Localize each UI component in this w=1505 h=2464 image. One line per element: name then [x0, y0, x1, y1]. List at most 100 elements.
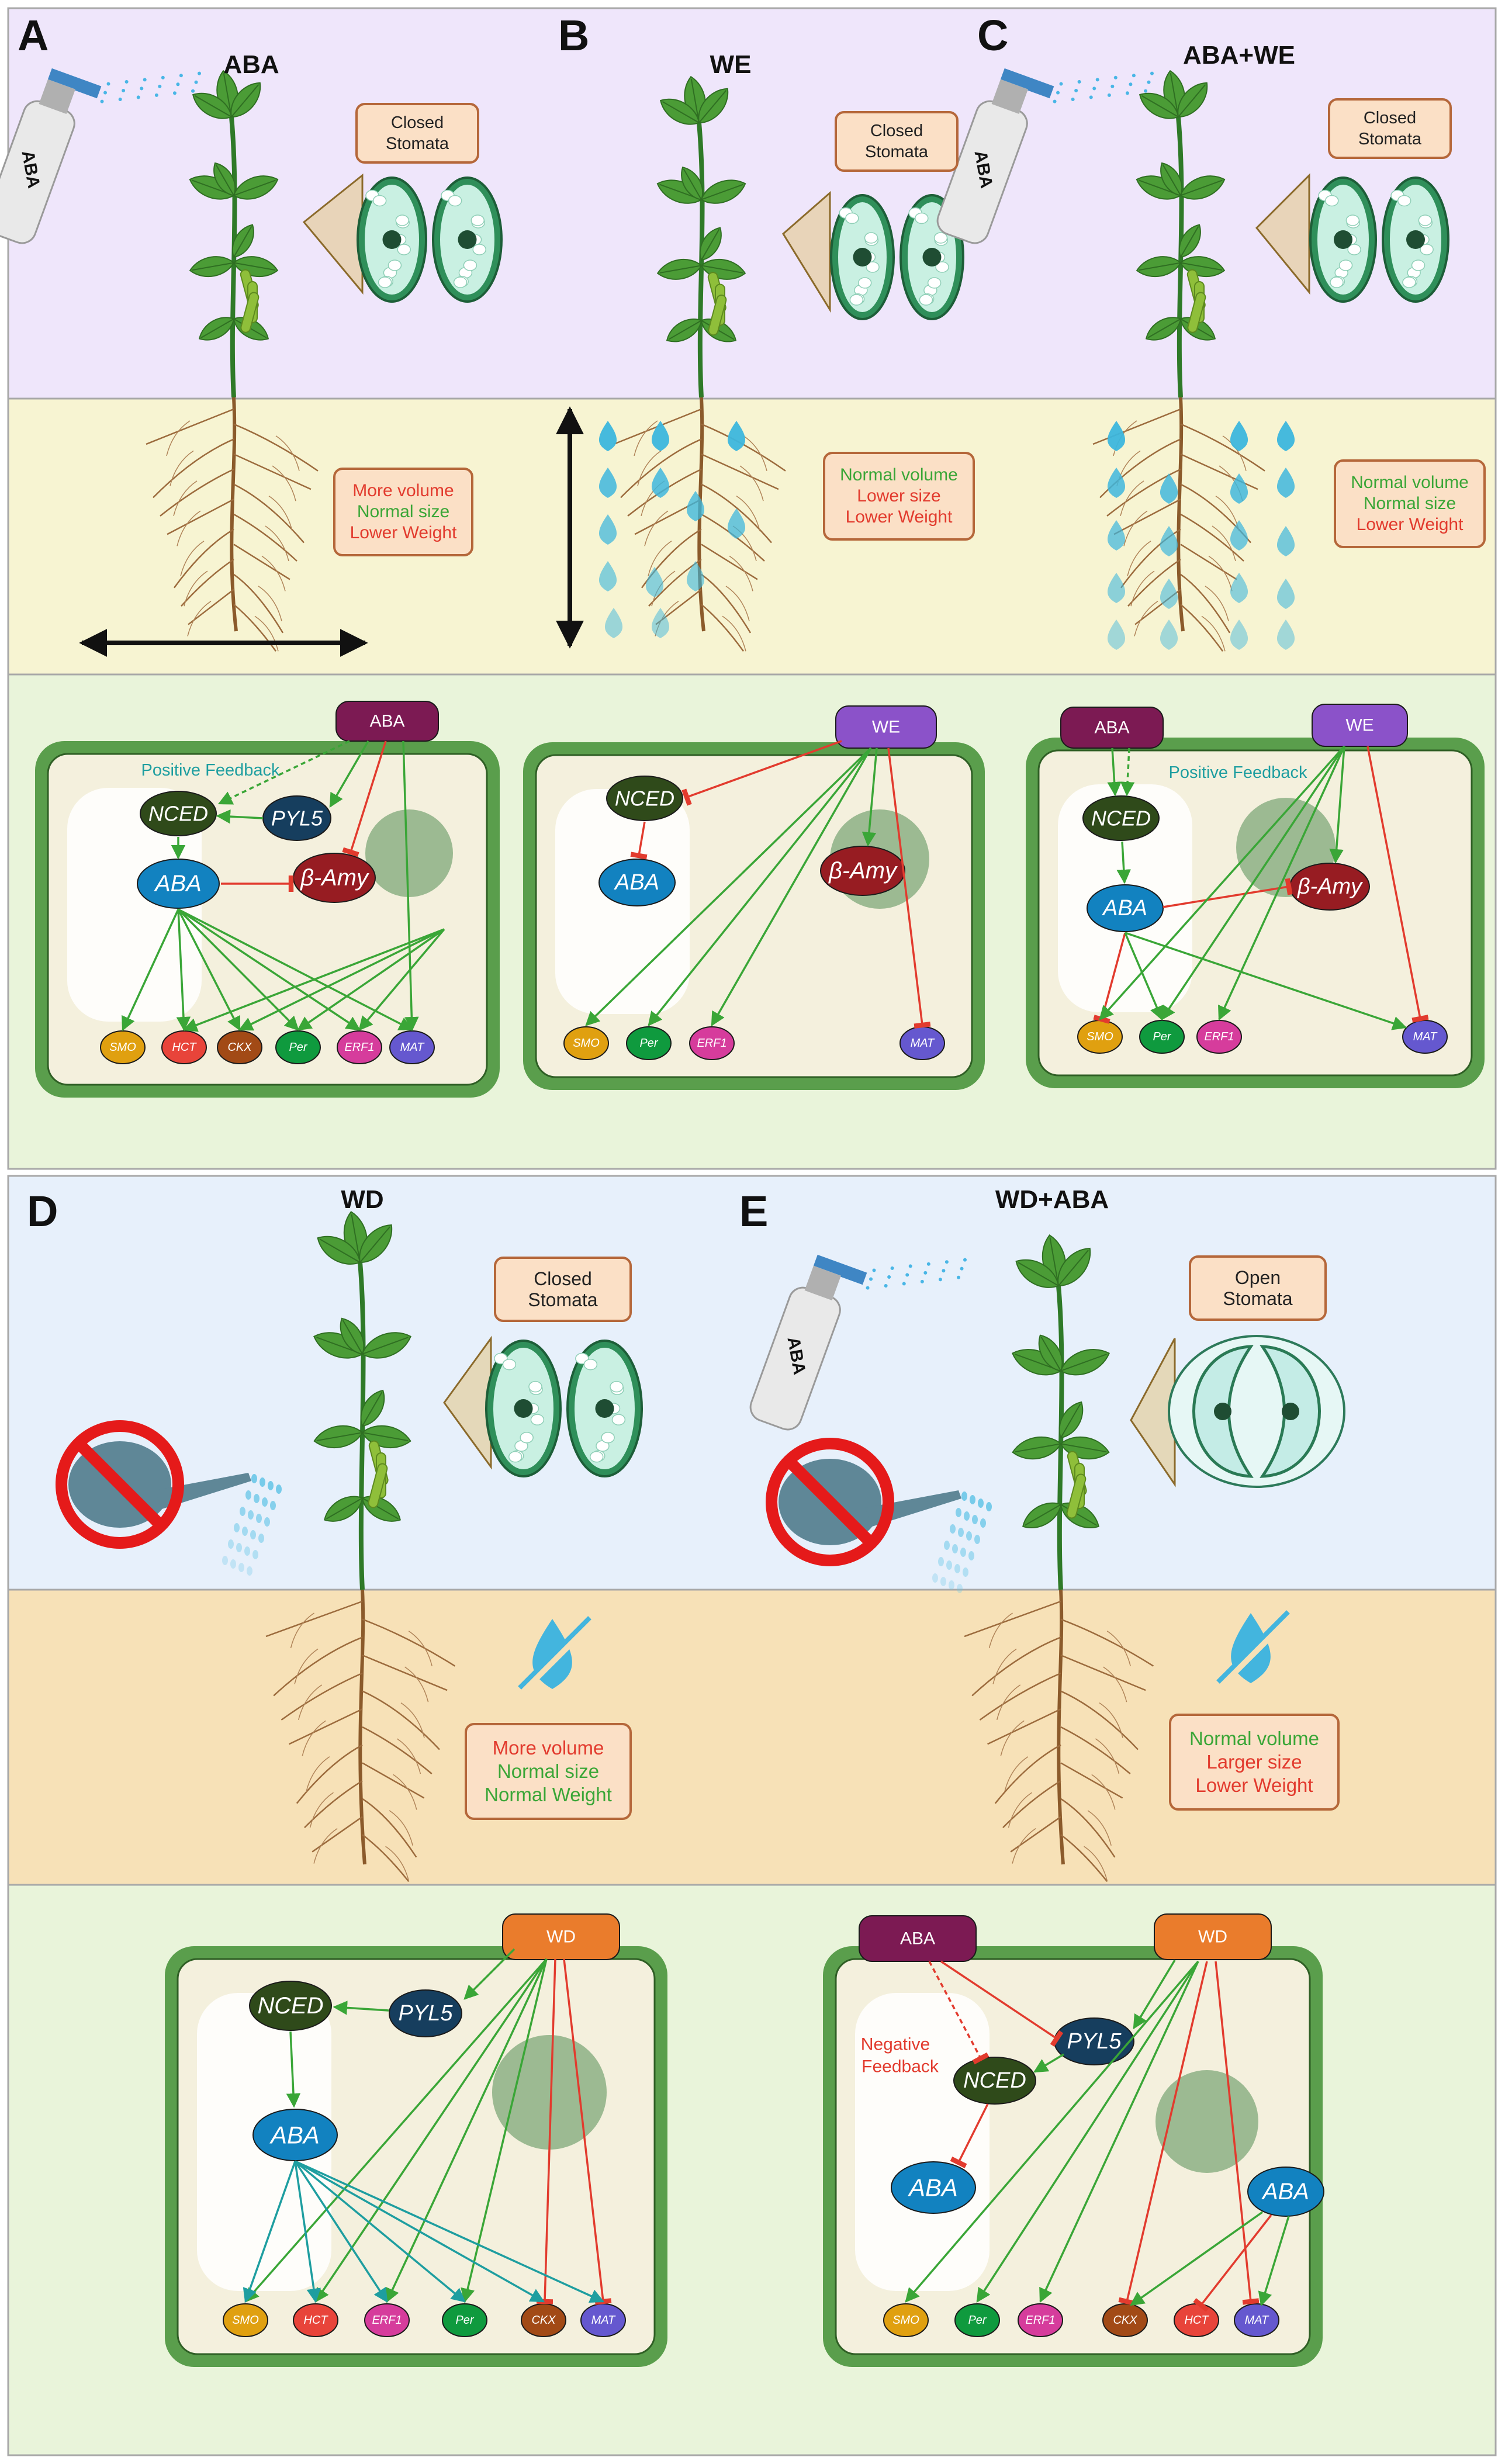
cell-a-node-beta-amy-label: β-Amy	[300, 865, 369, 891]
water-drop-c-6	[1276, 468, 1295, 498]
plant-e	[964, 1234, 1154, 1882]
root-note-e-2: Larger size	[1206, 1751, 1302, 1773]
root-note-c-1: Normal volume	[1351, 473, 1469, 492]
stomata-c	[1309, 177, 1449, 303]
zoom-b	[782, 191, 831, 313]
cell-b-arr-we-gene-0	[585, 747, 872, 1026]
cell-a-arr-aba-gene-2	[177, 909, 241, 1032]
cell-e-node-aba-1	[891, 2161, 976, 2214]
cell-a-arr-nuc-gene-1	[238, 928, 445, 1031]
cell-a-arr-signal-mat	[402, 740, 419, 1032]
cell-d-arr-aba-gene-3	[294, 2160, 466, 2303]
cell-e-gene-smo-label: SMO	[892, 2314, 919, 2327]
cell-e-vacuole	[855, 1993, 990, 2291]
cell-a-gene-per-label: Per	[289, 1041, 307, 1054]
cell-e-inh-aba-nced	[928, 1961, 990, 2065]
root-note-a-1: More volume	[352, 481, 454, 500]
cell-e-inh-nced-aba	[950, 2103, 989, 2169]
water-drop-b-12	[651, 608, 670, 638]
water-drop-b-5	[598, 514, 617, 545]
cell-a-arr-pyl5-nced	[216, 809, 264, 824]
water-drop-c-16	[1160, 620, 1178, 650]
cell-d-gene-smo	[223, 2303, 268, 2337]
plant-e-leaves	[1012, 1234, 1110, 1528]
cell-a-arr-aba-gene-3	[177, 908, 299, 1031]
water-drop-c-1	[1230, 421, 1248, 451]
band-root-abc	[7, 397, 1497, 676]
plant-d-leaves	[313, 1210, 411, 1522]
cell-d-arr-aba-gene-2	[294, 2161, 388, 2303]
cell-e-inh-aba2-hct	[1193, 2214, 1272, 2312]
stomata-label-b: Closed Stomata	[835, 111, 959, 172]
cell-a-feedback: Positive Feedback	[141, 761, 280, 780]
cell-e-gene-mat-label: MAT	[1245, 2314, 1270, 2327]
root-note-c: Normal volume Normal size Lower Weight	[1334, 459, 1486, 548]
cell-b-signal-we	[835, 705, 937, 749]
cell-d-arr-wd-gene-2	[386, 1958, 548, 2303]
water-drop-c-11	[1107, 573, 1126, 603]
cell-e-signal-wd-label: WD	[1198, 1927, 1227, 1947]
water-drop-b-10	[686, 561, 705, 591]
cell-a-gene-per	[275, 1030, 321, 1064]
cell-c-node-nced-label: NCED	[1091, 807, 1151, 830]
water-drop-b-8	[598, 561, 617, 591]
cell-a-gene-hct-label: HCT	[172, 1041, 197, 1054]
cell-e-gene-erf1	[1018, 2303, 1063, 2337]
water-drop-b-11	[604, 608, 623, 638]
zoom-c	[1255, 173, 1310, 295]
panel-title-d: WD	[341, 1185, 384, 1214]
cell-a-gene-erf1-label: ERF1	[344, 1041, 374, 1054]
cell-d-inh-wd-ckx	[536, 1958, 556, 2304]
cell-c-gene-smo-label: SMO	[1087, 1030, 1113, 1043]
no-water-d-prohibit	[56, 1420, 184, 1549]
water-drop-c-18	[1276, 620, 1295, 650]
spray-bottle-e: ABA	[749, 1254, 967, 1431]
water-drop-c-14	[1276, 579, 1295, 609]
cell-a-arr-aba-pyl5	[329, 740, 369, 808]
cell-e-gene-per	[954, 2303, 1000, 2337]
water-drop-b-0	[598, 421, 617, 451]
cell-d-node-pyl5-label: PYL5	[399, 2001, 454, 2026]
cell-b-node-beta-amy-label: β-Amy	[828, 858, 898, 884]
root-note-e-1: Normal volume	[1189, 1728, 1319, 1749]
root-note-d-1: More volume	[492, 1737, 604, 1759]
cell-a-arr-nuc-gene-0	[182, 928, 445, 1032]
cell-c-arr-aba-nced	[1107, 747, 1122, 797]
cell-b-gene-erf1-label: ERF1	[697, 1037, 726, 1050]
cell-a-arr-nuc-gene-2	[296, 928, 445, 1031]
panel-title-e: WD+ABA	[995, 1185, 1109, 1214]
root-note-c-3: Lower Weight	[1356, 515, 1464, 534]
spray-bottle-e-nozzle	[813, 1254, 867, 1285]
cell-d-arr-pyl5-nced	[333, 2001, 389, 2015]
cell-c-feedback: Positive Feedback	[1169, 763, 1307, 782]
cell-c-signal-we-label: WE	[1345, 716, 1373, 735]
cell-a-gene-erf1	[337, 1030, 382, 1064]
root-note-a-3: Lower Weight	[350, 523, 457, 542]
stomata-a	[357, 177, 503, 303]
panel-label-e: E	[739, 1187, 769, 1236]
water-drop-b-2	[727, 421, 746, 451]
cell-c-arr-aba-per	[1124, 932, 1164, 1021]
cell-b-arr-we-amy	[862, 747, 878, 847]
cell-b-node-aba-label: ABA	[614, 870, 659, 895]
water-drop-c-8	[1160, 526, 1178, 556]
cell-b-inh-nced-aba	[630, 821, 648, 860]
no-water-e-prohibit	[766, 1438, 894, 1566]
cell-c-arr-we-amy	[1329, 746, 1345, 864]
stomata-e	[1168, 1335, 1345, 1488]
cell-e-arr-aba2-mat	[1258, 2216, 1290, 2307]
stomata-label-d: Closed Stomata	[494, 1257, 632, 1322]
cell-e-node-aba-2-label: ABA	[1261, 2179, 1309, 2205]
cell-d-node-pyl5	[389, 1989, 462, 2037]
water-drop-c-3	[1107, 468, 1126, 498]
cell-e-feedback-line1: Negative	[861, 2035, 930, 2054]
plant-a	[146, 70, 319, 652]
cell-b-inh-we-mat	[887, 747, 931, 1029]
cell-e-arr-aba2-ckx	[1129, 2211, 1264, 2306]
cell-e-arr-wd-gene-0	[905, 1960, 1199, 2303]
plant-a-leaves	[189, 70, 279, 341]
water-drop-c-2	[1276, 421, 1295, 451]
